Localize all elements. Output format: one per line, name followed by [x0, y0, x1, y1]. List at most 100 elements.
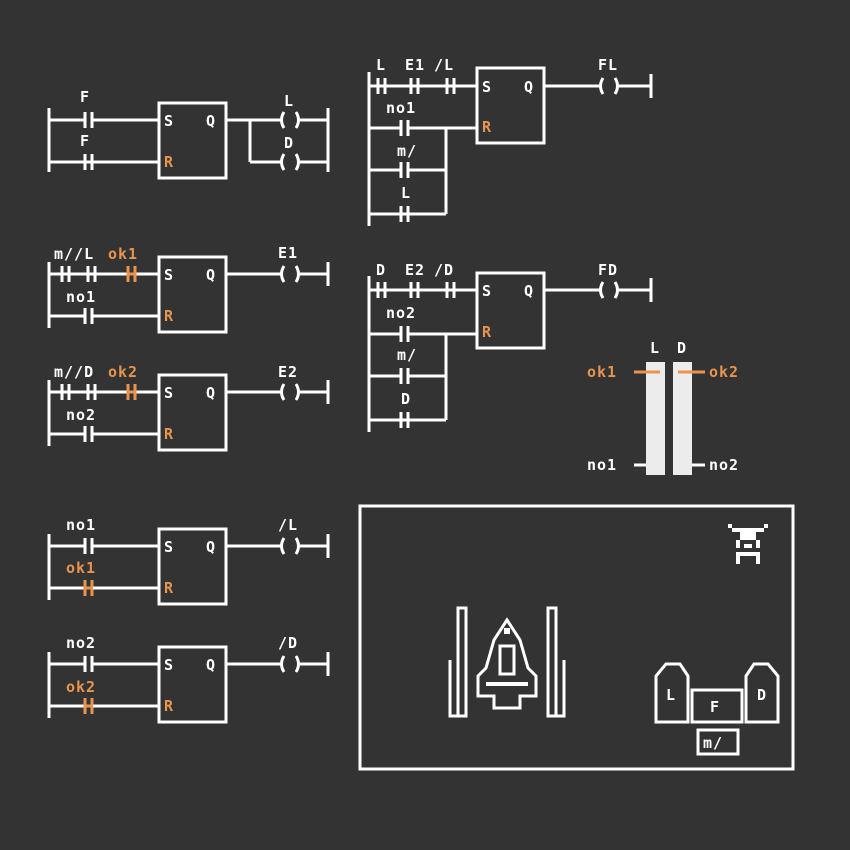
rung-2-contact-3-label: /L [434, 56, 454, 74]
rung-6-input-top-label: no1 [66, 516, 96, 534]
mode-key-button[interactable]: m/ [696, 728, 740, 756]
rung-5-top-orange-label: ok2 [108, 363, 138, 381]
rung-6-contact-bottom[interactable] [83, 580, 94, 596]
rung-7-coil[interactable] [280, 655, 300, 673]
rung-7-reset-label: R [164, 697, 174, 715]
rung-3-top-orange-label: ok1 [108, 245, 138, 263]
rung-4-contact-3[interactable] [445, 282, 456, 298]
rung-1-coil-top[interactable] [280, 111, 300, 129]
right-key-button[interactable]: D [744, 662, 780, 724]
rung-5-coil[interactable] [280, 383, 300, 401]
gauge-left-label: L [650, 339, 660, 357]
rung-2-coil[interactable] [599, 77, 619, 95]
rung-1-coil-top-label: L [284, 92, 294, 110]
rung-2-contact-3[interactable] [445, 78, 456, 94]
rung-2-par-contact-2[interactable] [399, 162, 410, 178]
gauge-bottom-left-label: no1 [587, 456, 617, 474]
rung-5: m//D ok2 no2 S Q R E2 [47, 363, 330, 452]
scene-frame [358, 504, 795, 771]
rung-1-contact-bottom[interactable] [83, 154, 94, 170]
rung-7-sr-block[interactable] [157, 645, 228, 724]
rung-2-out-label: Q [524, 78, 534, 96]
rung-2-par-contact-1[interactable] [399, 120, 410, 136]
rung-1-contact-top[interactable] [83, 112, 94, 128]
rung-4: D E2 /D no2 m/ D S Q R FD [367, 261, 653, 432]
rung-3-set-label: S [164, 266, 174, 284]
rung-3-sr-block[interactable] [157, 255, 228, 334]
rung-5-par-contact[interactable] [83, 426, 94, 442]
rung-7: no2 ok2 S Q R /D [47, 634, 330, 724]
rung-6-set-label: S [164, 538, 174, 556]
rung-5-contact-2[interactable] [86, 384, 97, 400]
rung-2-par-2-label: m/ [397, 142, 417, 160]
fire-key-label: F [710, 698, 720, 716]
rung-6: no1 ok1 S Q R /L [47, 516, 330, 606]
rung-5-top-white-label: m//D [54, 363, 94, 381]
rung-1-set-label: S [164, 112, 174, 130]
rung-3-contact-1[interactable] [60, 266, 71, 282]
rung-4-contact-1[interactable] [376, 282, 387, 298]
rung-3-coil[interactable] [280, 265, 300, 283]
fire-key-button[interactable]: F [690, 688, 744, 724]
rung-3-par-contact[interactable] [83, 308, 94, 324]
rung-5-out-label: Q [206, 384, 216, 402]
rung-4-sr-block[interactable] [475, 271, 546, 350]
rung-5-sr-block[interactable] [157, 373, 228, 452]
rung-2-contact-2-label: E1 [405, 56, 425, 74]
rung-4-coil-label: FD [598, 261, 618, 279]
rung-2: L E1 /L no1 m/ L S Q R FL [367, 56, 653, 226]
player-ship-icon[interactable] [448, 606, 566, 718]
rung-5-par-label: no2 [66, 406, 96, 424]
rung-3-contact-2[interactable] [86, 266, 97, 282]
rung-1-coil-bottom[interactable] [280, 153, 300, 171]
rung-5-reset-label: R [164, 425, 174, 443]
rung-3-out-label: Q [206, 266, 216, 284]
gauge-top-right-label: ok2 [709, 363, 739, 381]
rung-2-set-label: S [482, 78, 492, 96]
rung-3-par-label: no1 [66, 288, 96, 306]
left-key-button[interactable]: L [654, 662, 690, 724]
rung-2-par-contact-3[interactable] [399, 206, 410, 222]
gauge-bottom-right-label: no2 [709, 456, 739, 474]
rung-1-coil-bottom-label: D [284, 134, 294, 152]
gauge-right-bar[interactable] [673, 362, 692, 475]
rung-2-contact-1[interactable] [376, 78, 387, 94]
rung-6-contact-top[interactable] [83, 538, 94, 554]
rung-4-par-1-label: no2 [386, 304, 416, 322]
rung-2-sr-block[interactable] [475, 66, 546, 145]
rung-7-input-top-label: no2 [66, 634, 96, 652]
rung-2-reset-label: R [482, 118, 492, 136]
rung-4-par-contact-3[interactable] [399, 412, 410, 428]
rung-4-out-label: Q [524, 282, 534, 300]
rung-7-contact-bottom[interactable] [83, 698, 94, 714]
rung-5-contact-ok2[interactable] [126, 384, 137, 400]
rung-1-sr-block[interactable] [157, 101, 228, 180]
rung-4-contact-2[interactable] [409, 282, 420, 298]
rung-6-reset-label: R [164, 579, 174, 597]
rung-7-contact-top[interactable] [83, 656, 94, 672]
right-key-label: D [757, 686, 767, 704]
enemy-sprite-icon [728, 524, 768, 564]
rung-3-contact-ok1[interactable] [126, 266, 137, 282]
rung-6-sr-block[interactable] [157, 527, 228, 606]
rung-4-contact-2-label: E2 [405, 261, 425, 279]
rung-4-contact-1-label: D [376, 261, 386, 279]
rung-3-coil-label: E1 [278, 244, 298, 262]
rung-4-coil[interactable] [599, 281, 619, 299]
gauge-left-bar[interactable] [646, 362, 665, 475]
rung-3: m//L ok1 no1 S Q R E1 [47, 244, 330, 334]
mode-key-label: m/ [703, 734, 723, 752]
rung-3-top-white-label: m//L [54, 245, 94, 263]
rung-5-contact-1[interactable] [60, 384, 71, 400]
gauge-top-left-label: ok1 [587, 363, 617, 381]
rung-4-set-label: S [482, 282, 492, 300]
lever-gauge: L D ok1 ok2 no1 no2 [587, 339, 739, 475]
rung-1-reset-label: R [164, 153, 174, 171]
rung-4-par-contact-1[interactable] [399, 326, 410, 342]
rung-1-out-label: Q [206, 112, 216, 130]
rung-4-par-contact-2[interactable] [399, 368, 410, 384]
rung-2-contact-1-label: L [376, 56, 386, 74]
rung-2-contact-2[interactable] [409, 78, 420, 94]
rung-6-coil[interactable] [280, 537, 300, 555]
